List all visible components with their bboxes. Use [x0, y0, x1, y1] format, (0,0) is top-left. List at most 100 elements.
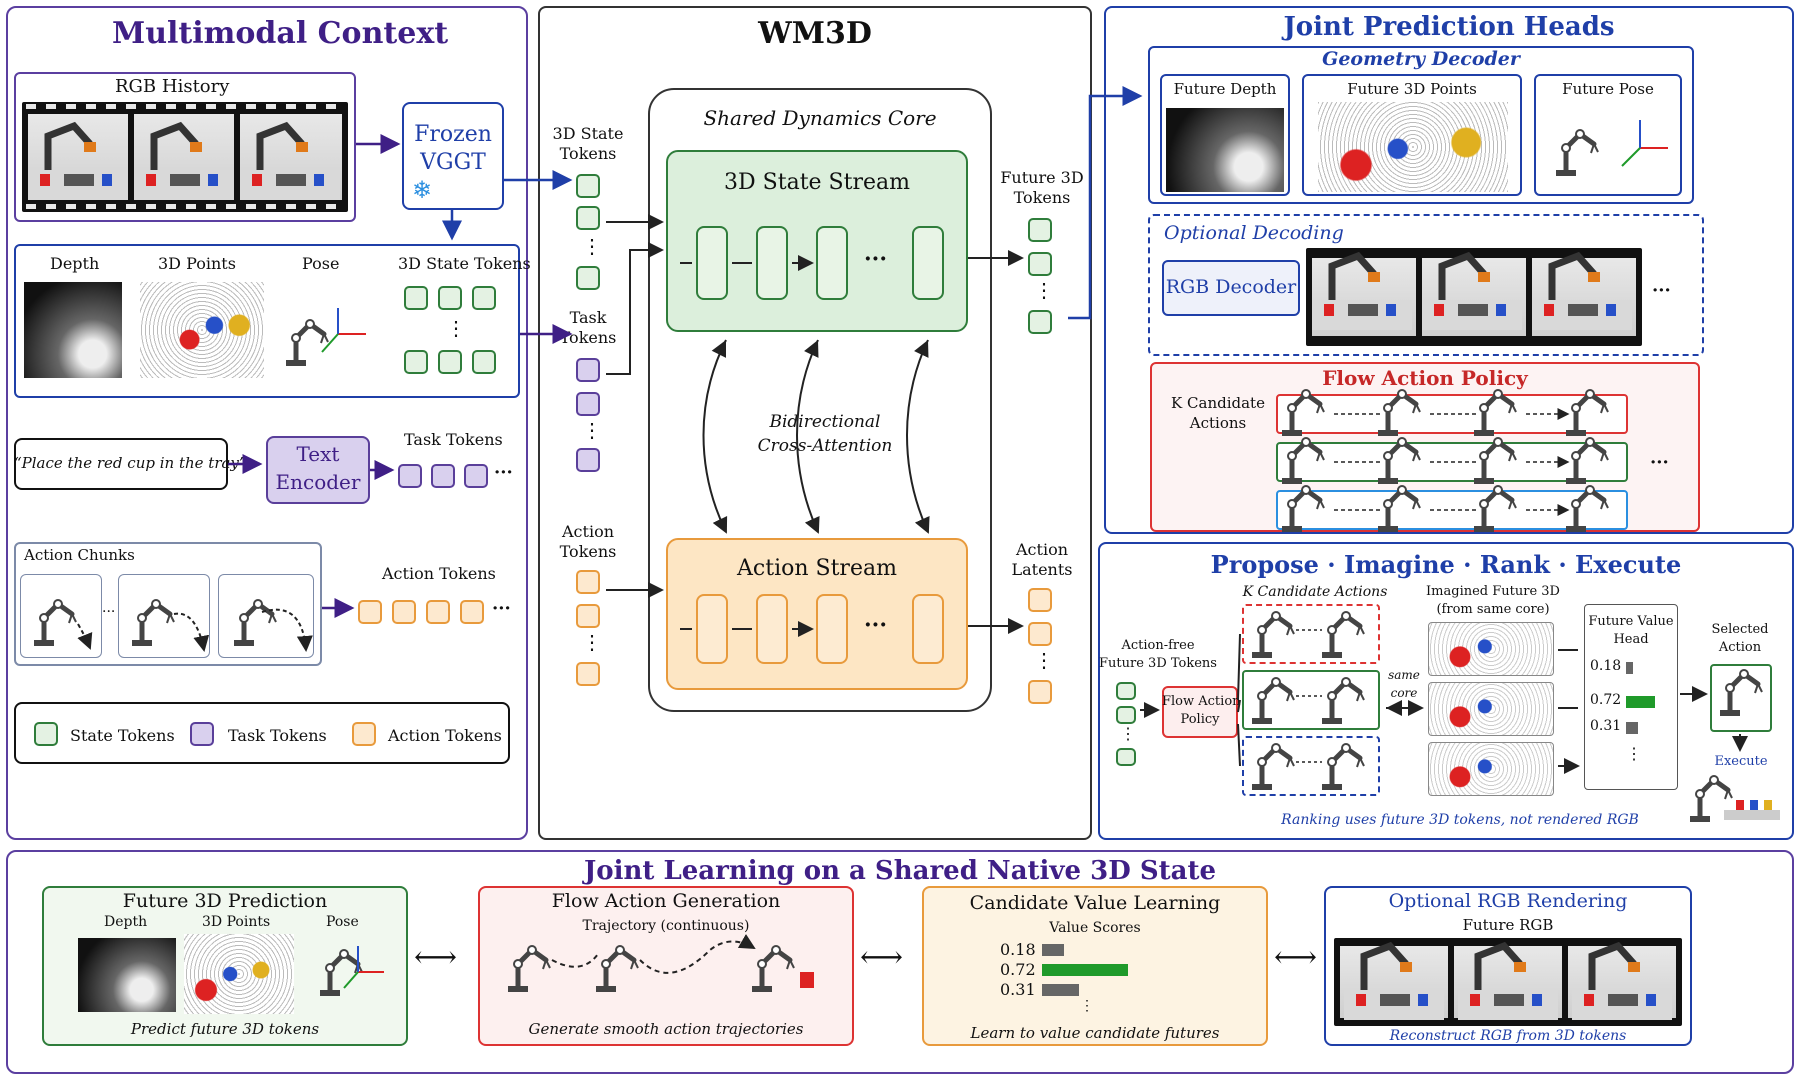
- context-state-token: [438, 286, 462, 310]
- pire-candidate-red: [1242, 604, 1380, 664]
- future-depth-label: Future Depth: [1173, 80, 1277, 98]
- frozen-vggt-box: [402, 102, 504, 210]
- action-stream-block: [912, 594, 944, 664]
- core-action-token: [576, 570, 600, 594]
- pire-candidate-blue: [1242, 736, 1380, 796]
- context-action-token: [392, 600, 416, 624]
- execute-label: Execute: [1714, 754, 1768, 769]
- imagined-future-1: [1428, 622, 1554, 676]
- shared-dynamics-title: Shared Dynamics Core: [703, 106, 937, 130]
- rgb-history-scenes: [28, 126, 340, 200]
- candidate-dots: ···: [1650, 452, 1669, 473]
- optional-decoding-box: [1148, 214, 1704, 356]
- action-stream-block: [696, 594, 728, 664]
- action-chunk-robots: [34, 600, 313, 652]
- context-action-token: [426, 600, 450, 624]
- core-task-tokens-line1: Task: [569, 308, 607, 327]
- context-state-token: [472, 350, 496, 374]
- vggt-outputs-box: [14, 244, 520, 398]
- context-task-token: [431, 464, 455, 488]
- future-pose-label: Future Pose: [1562, 80, 1654, 98]
- core-state-token: [576, 266, 600, 290]
- generate-caption: Generate smooth action trajectories: [528, 1020, 804, 1038]
- pire-k-candidate: K Candidate Actions: [1242, 584, 1388, 600]
- pire-candidate-robots: [1252, 612, 1364, 790]
- flow-action-generation-title: Flow Action Generation: [551, 890, 781, 912]
- legend-action-swatch: [352, 722, 376, 746]
- core-task-tokens-line2: Tokens: [559, 328, 617, 347]
- state-stream-block: [696, 226, 728, 300]
- text-encoder-box: [266, 436, 370, 504]
- context-action-token: [358, 600, 382, 624]
- ranking-note: Ranking uses future 3D tokens, not rende…: [1281, 812, 1639, 828]
- core-state-tokens-line2: Tokens: [559, 144, 617, 163]
- action-chunk-frame-2: [118, 574, 210, 658]
- frozen-vggt-line2: VGGT: [420, 150, 486, 175]
- geometry-decoder-box: [1148, 46, 1694, 204]
- context-action-token: [460, 600, 484, 624]
- depth-label: Depth: [50, 254, 100, 273]
- future-3d-token: [1028, 252, 1052, 276]
- imagined-line1: Imagined Future 3D: [1426, 584, 1560, 599]
- imagined-line2: (from same core): [1436, 602, 1550, 617]
- joint-value-bar-3: [1042, 984, 1079, 996]
- selected-action-robot: [1720, 670, 1762, 716]
- pire-value-bar-2: [1626, 696, 1655, 708]
- joint-value-bar-2: [1042, 964, 1128, 976]
- action-chunk-dots: ···: [102, 604, 116, 620]
- state-stream-block: [912, 226, 944, 300]
- imagined-future-3: [1428, 742, 1554, 796]
- trajectory-label: Trajectory (continuous): [582, 918, 750, 934]
- k-candidate-line1: K Candidate: [1171, 394, 1265, 412]
- text-encoder-line2: Encoder: [275, 470, 361, 494]
- flow-action-generation-box: [478, 886, 854, 1046]
- joint-value-1-label: 0.18: [1000, 940, 1036, 959]
- k-candidate-line2: Actions: [1189, 414, 1247, 432]
- context-state-token: [438, 350, 462, 374]
- state-stream-dots: ···: [864, 246, 887, 272]
- task-tokens-label: Task Tokens: [404, 430, 503, 449]
- legend-state-swatch: [34, 722, 58, 746]
- action-stream-block: [756, 594, 788, 664]
- action-chunks-box: [14, 542, 322, 666]
- text-encoder-line1: Text: [296, 442, 340, 466]
- core-action-tokens-line2: Tokens: [559, 542, 617, 561]
- future-value-head-box: [1584, 604, 1678, 790]
- joint-value-bar-1: [1042, 944, 1064, 956]
- pire-value-vdots: ⋮: [1626, 744, 1642, 763]
- pire-flow-line2: Policy: [1180, 712, 1220, 727]
- shared-dynamics-core: [648, 88, 992, 712]
- action-latent-token: [1028, 588, 1052, 612]
- action-tokens-label: Action Tokens: [382, 564, 496, 583]
- action-chunks-label: Action Chunks: [24, 546, 135, 564]
- action-latents-line2: Latents: [1011, 560, 1073, 579]
- instruction-box: [14, 438, 228, 490]
- context-state-token: [404, 286, 428, 310]
- execute-robot: [1690, 776, 1780, 822]
- action-latent-vdots: ⋮: [1034, 648, 1054, 672]
- core-task-token: [576, 392, 600, 416]
- value-scores-label: Value Scores: [1049, 920, 1141, 936]
- pire-title: Propose · Imagine · Rank · Execute: [1210, 550, 1682, 579]
- selected-action-box: [1710, 664, 1772, 732]
- context-state-token: [472, 286, 496, 310]
- pire-value-2-label: 0.72: [1590, 692, 1622, 708]
- imagined-future-2: [1428, 682, 1554, 736]
- future-depth-image: [1166, 108, 1284, 192]
- rgb-history-box: [14, 72, 356, 222]
- instruction-text: “Place the red cup in the tray”: [14, 454, 247, 472]
- core-state-token: [576, 174, 600, 198]
- state-stream-title: 3D State Stream: [724, 170, 910, 195]
- same-core-line1: same: [1388, 668, 1420, 682]
- pire-value-1-label: 0.18: [1590, 658, 1622, 674]
- optional-rgb-rendering-box: [1324, 886, 1692, 1046]
- core-task-token: [576, 448, 600, 472]
- wm3d-panel: [538, 6, 1092, 840]
- future-points-image: [1318, 102, 1508, 192]
- pose-robot-joint: [320, 946, 384, 996]
- future-tokens-line1: Future 3D: [1000, 168, 1084, 187]
- candidate-value-learning-title: Candidate Value Learning: [969, 892, 1221, 914]
- core-task-token: [576, 358, 600, 382]
- flow-trajectory-robots: [508, 941, 814, 992]
